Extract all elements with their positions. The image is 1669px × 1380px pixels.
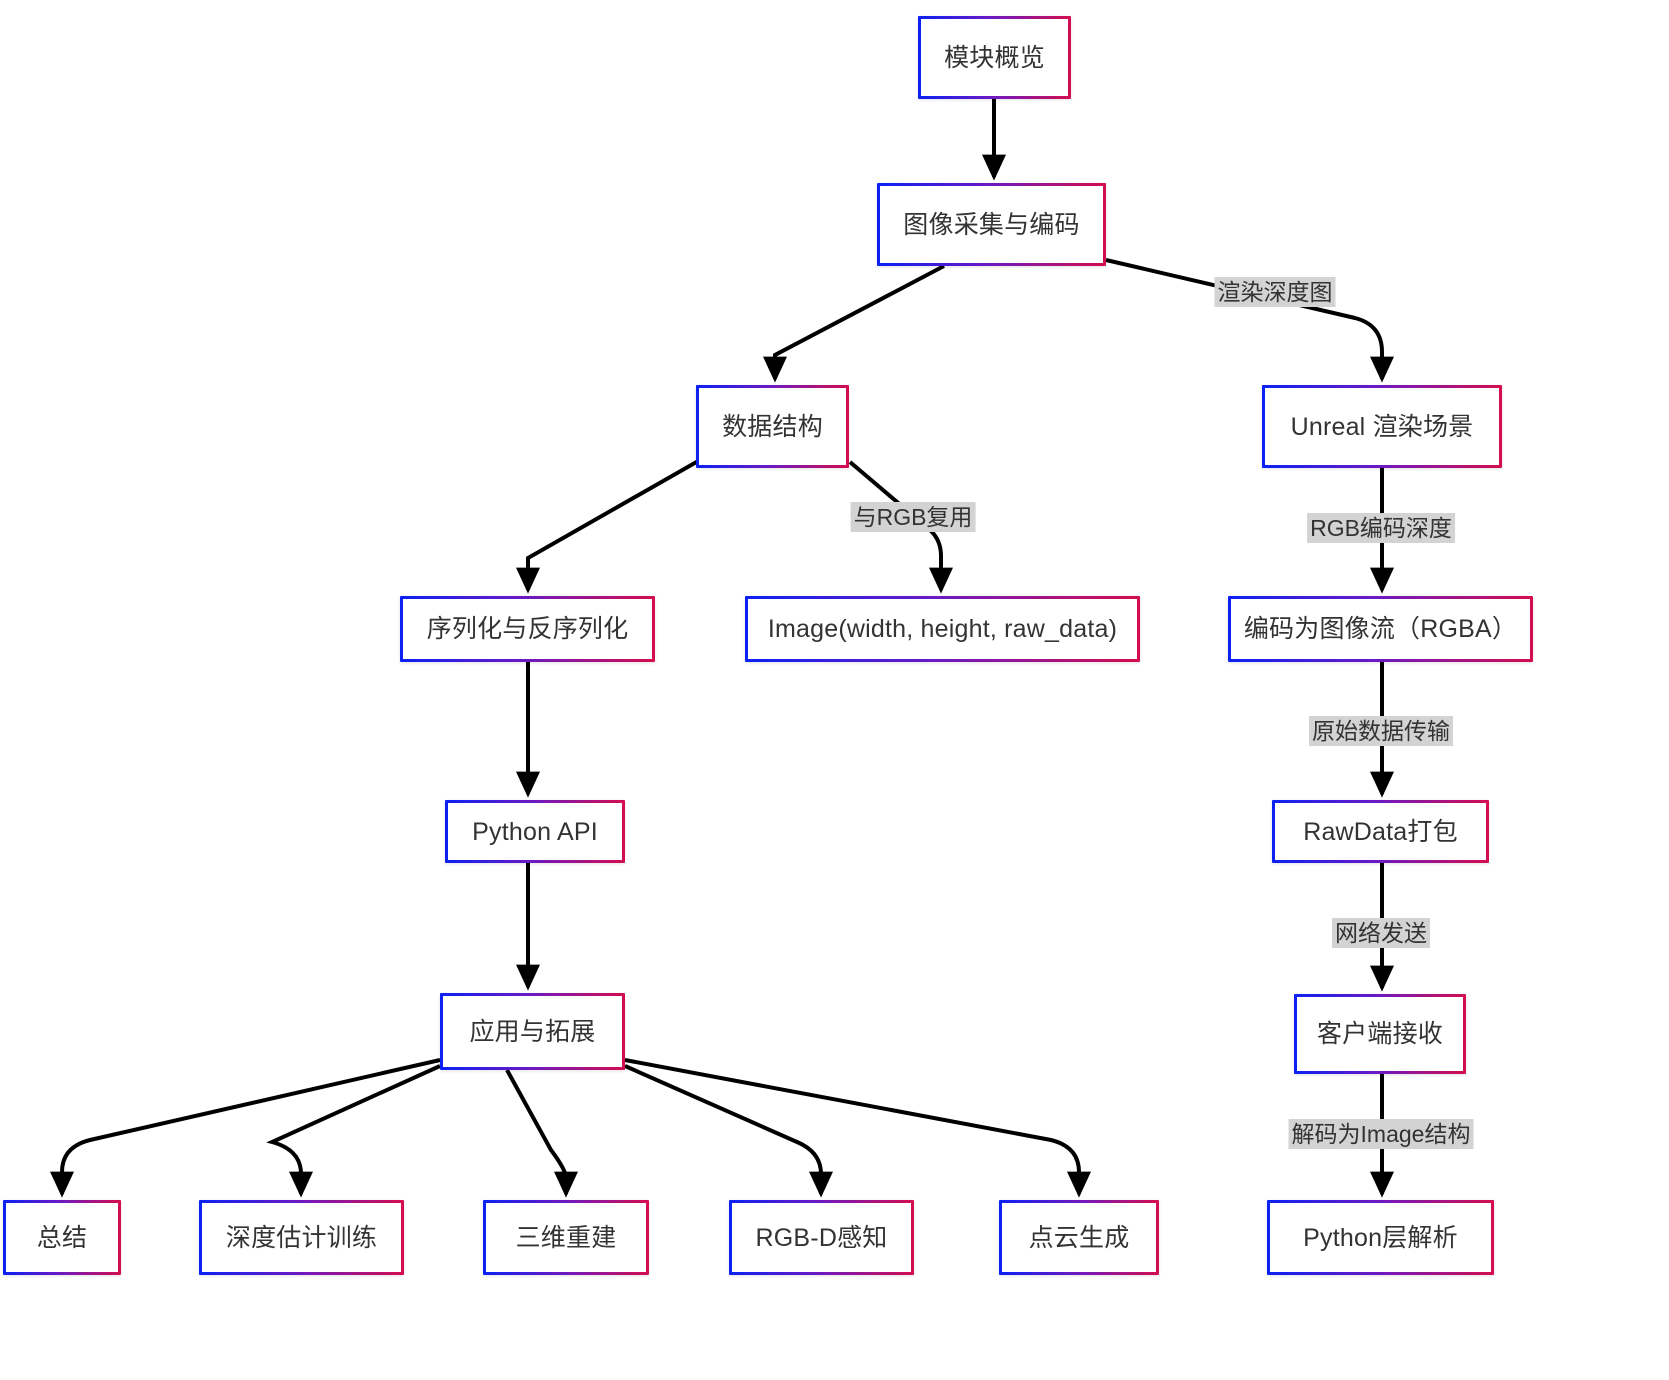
edge-capture-datastruct (763, 264, 945, 383)
node-rgbd[interactable]: RGB-D感知 (729, 1200, 914, 1275)
node-pythonparse[interactable]: Python层解析 (1267, 1200, 1494, 1275)
node-depthtrain[interactable]: 深度估计训练 (199, 1200, 404, 1275)
edge-label-render-depth: 渲染深度图 (1214, 277, 1336, 308)
node-imagestruct[interactable]: Image(width, height, raw_data) (745, 596, 1140, 662)
node-overview[interactable]: 模块概览 (918, 16, 1071, 99)
edge-label-rgb-encode-depth: RGB编码深度 (1307, 513, 1455, 544)
node-datastruct[interactable]: 数据结构 (696, 385, 849, 468)
node-clientrecv[interactable]: 客户端接收 (1294, 994, 1466, 1074)
edge-appext-pointcloud (624, 1058, 1091, 1198)
edge-appext-recon3d (505, 1069, 578, 1198)
edge-appext-rgbd (624, 1064, 833, 1198)
edge-label-raw-data-transfer: 原始数据传输 (1309, 716, 1453, 747)
edge-datastruct-serialize (516, 458, 701, 594)
node-capture[interactable]: 图像采集与编码 (877, 183, 1106, 266)
edge-appext-summary (50, 1058, 441, 1198)
node-summary[interactable]: 总结 (3, 1200, 121, 1275)
node-pointcloud[interactable]: 点云生成 (999, 1200, 1159, 1275)
node-encode[interactable]: 编码为图像流（RGBA） (1228, 596, 1533, 662)
node-pythonapi[interactable]: Python API (445, 800, 625, 863)
node-unreal[interactable]: Unreal 渲染场景 (1262, 385, 1502, 468)
edge-label-rgb-multiplex: 与RGB复用 (850, 502, 976, 533)
node-serialize[interactable]: 序列化与反序列化 (400, 596, 655, 662)
edge-appext-depthtrain (266, 1064, 441, 1198)
edge-label-network-send: 网络发送 (1332, 918, 1430, 949)
node-rawdata[interactable]: RawData打包 (1272, 800, 1489, 863)
node-appext[interactable]: 应用与拓展 (440, 993, 625, 1070)
edge-label-decode-image-struct: 解码为Image结构 (1288, 1119, 1474, 1150)
node-recon3d[interactable]: 三维重建 (483, 1200, 649, 1275)
